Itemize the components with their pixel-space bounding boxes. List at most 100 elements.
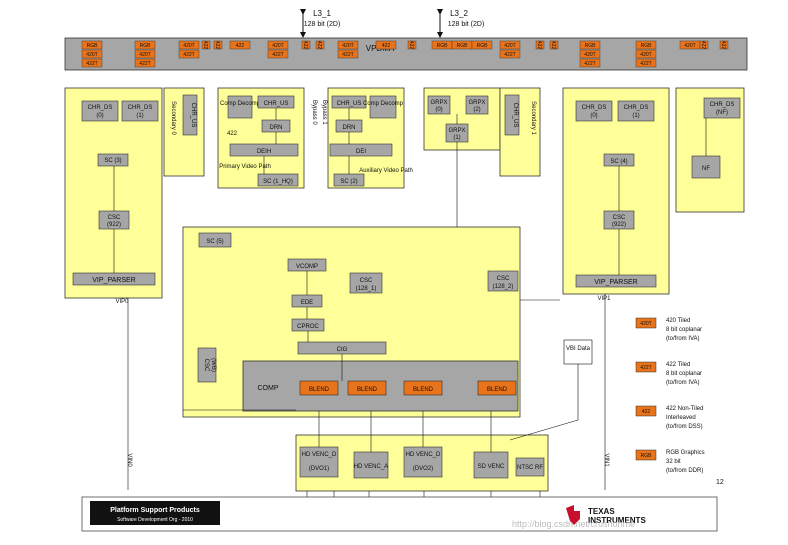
- svg-text:CHR_US: CHR_US: [264, 101, 289, 107]
- svg-text:(DVO1): (DVO1): [309, 466, 329, 472]
- svg-text:CSC: CSC: [497, 276, 510, 282]
- vin0-label: VIN0: [126, 453, 132, 467]
- org-subtitle: Software Development Org - 2010: [117, 517, 193, 523]
- svg-text:RGB: RGB: [87, 43, 99, 49]
- svg-text:RGB: RGB: [641, 453, 653, 459]
- org-title: Platform Support Products: [110, 507, 200, 514]
- bus-l3-2: L3_2 128 bit (2D): [437, 9, 484, 38]
- svg-text:RGB: RGB: [641, 43, 653, 49]
- svg-text:RGB: RGB: [140, 43, 152, 49]
- svg-text:CHR_DS: CHR_DS: [582, 105, 607, 111]
- vin1-label: VIN1: [603, 453, 609, 467]
- vpdma-format-tag: 420T: [81, 49, 103, 59]
- svg-text:DRN: DRN: [343, 125, 356, 131]
- svg-text:422T: 422T: [342, 52, 353, 58]
- svg-text:Interleaved: Interleaved: [666, 415, 696, 421]
- svg-text:420T: 420T: [272, 43, 283, 49]
- svg-text:CHR_DS: CHR_DS: [624, 105, 649, 111]
- svg-text:SC (1_HQ): SC (1_HQ): [263, 179, 293, 185]
- svg-text:VIP1: VIP1: [597, 296, 611, 302]
- vpdma-format-tag: 422: [201, 40, 211, 49]
- svg-text:(0): (0): [435, 107, 442, 113]
- vpdma-format-tag: 422T: [134, 58, 156, 68]
- svg-text:420T: 420T: [342, 43, 353, 49]
- vpdma-format-tag: 422T: [178, 49, 200, 59]
- vbi-data-box: VBI Data: [563, 339, 593, 365]
- bypass-labels: Bypass 0 Bypass 1: [311, 100, 327, 125]
- svg-text:BLEND: BLEND: [309, 387, 330, 393]
- svg-text:RGB: RGB: [457, 43, 469, 49]
- svg-text:422: 422: [214, 41, 220, 50]
- svg-text:420T: 420T: [684, 43, 695, 49]
- vpdma-format-tag: RGB: [451, 40, 473, 50]
- vpdma-format-tag: 420T: [134, 49, 156, 59]
- comp-block: COMP BLEND BLEND BLEND BLEND: [242, 360, 519, 412]
- svg-text:CIG: CIG: [337, 347, 348, 353]
- vpdma-format-tag: RGB: [579, 40, 601, 50]
- vpdma-format-tag: 422: [213, 40, 223, 50]
- svg-text:NF: NF: [702, 166, 710, 172]
- vpdma-format-tag: 422: [315, 40, 325, 49]
- svg-text:422 Tiled: 422 Tiled: [666, 362, 690, 368]
- vpdma-format-tag: 420T: [267, 40, 289, 50]
- svg-text:GRPX: GRPX: [430, 100, 447, 106]
- svg-text:DEIH: DEIH: [257, 149, 271, 155]
- svg-text:32 bit: 32 bit: [666, 459, 681, 465]
- vpdma-format-tag: RGB: [471, 40, 493, 50]
- vpdma-format-tag: 422: [549, 40, 559, 50]
- vpdma-format-tag: RGB: [635, 40, 657, 50]
- svg-text:420T: 420T: [584, 52, 595, 58]
- svg-text:DRN: DRN: [270, 125, 283, 131]
- svg-text:VIP0: VIP0: [115, 299, 129, 305]
- svg-text:CSC: CSC: [203, 359, 209, 372]
- svg-text:BLEND: BLEND: [357, 387, 378, 393]
- vpdma-bar: VPDMA: [64, 37, 748, 71]
- vpdma-format-tag: 422T: [579, 58, 601, 68]
- svg-text:CHR_US: CHR_US: [190, 103, 196, 128]
- svg-text:420T: 420T: [640, 52, 651, 58]
- svg-text:420T: 420T: [139, 52, 150, 58]
- svg-text:VIP_PARSER: VIP_PARSER: [594, 279, 637, 286]
- connector-lines: [113, 108, 707, 490]
- svg-text:Bypass 1: Bypass 1: [321, 100, 327, 125]
- svg-text:Primary Video Path: Primary Video Path: [219, 164, 271, 170]
- svg-text:420T: 420T: [86, 52, 97, 58]
- svg-text:(2): (2): [473, 107, 480, 113]
- svg-text:420 Tiled: 420 Tiled: [666, 318, 690, 324]
- ti-name-line2: INSTRUMENTS: [588, 516, 646, 525]
- svg-text:HD VENC_D: HD VENC_D: [406, 452, 441, 458]
- vpdma-format-tag: 422T: [635, 58, 657, 68]
- svg-text:CSC: CSC: [613, 215, 626, 221]
- svg-text:RGB: RGB: [477, 43, 489, 49]
- vpdma-format-tag: 420T: [337, 40, 359, 50]
- svg-text:CSC: CSC: [360, 278, 373, 284]
- svg-text:422T: 422T: [183, 52, 194, 58]
- nf-block: CHR_DS (NF) NF: [675, 87, 745, 213]
- svg-text:CSC: CSC: [108, 215, 121, 221]
- svg-text:SC (5): SC (5): [206, 239, 223, 245]
- svg-text:420T: 420T: [640, 321, 651, 327]
- vpdma-format-tag: 420T: [499, 40, 521, 50]
- svg-text:SC (4): SC (4): [610, 159, 627, 165]
- svg-text:422: 422: [382, 43, 391, 49]
- watermark: http://blog.csdn.net/crushonme: [512, 519, 635, 529]
- svg-text:CHR_DS: CHR_DS: [88, 105, 113, 111]
- svg-text:Secondary 0: Secondary 0: [170, 101, 176, 135]
- venc-region: HD VENC_D (DVO1) HD VENC_A HD VENC_D (DV…: [295, 434, 549, 492]
- svg-text:CHR_US: CHR_US: [512, 103, 518, 128]
- svg-text:Auxiliary Video Path: Auxiliary Video Path: [359, 168, 413, 174]
- vpdma-format-tag: 422T: [499, 49, 521, 59]
- svg-text:(922): (922): [612, 222, 626, 228]
- vpdma-format-tag: 420T: [579, 49, 601, 59]
- svg-text:422: 422: [302, 41, 308, 50]
- svg-text:(1): (1): [453, 135, 460, 141]
- svg-text:L3_1: L3_1: [313, 9, 331, 18]
- vpdma-format-tag: 422: [229, 40, 251, 50]
- svg-text:422: 422: [550, 41, 556, 50]
- vpdma-format-tag: 422T: [267, 49, 289, 59]
- auxiliary-video-path-block: CHR_US Comp Decomp DRN DEI SC (2) Auxili…: [327, 87, 413, 189]
- svg-text:Secondary 1: Secondary 1: [530, 101, 536, 135]
- svg-text:422: 422: [642, 409, 651, 415]
